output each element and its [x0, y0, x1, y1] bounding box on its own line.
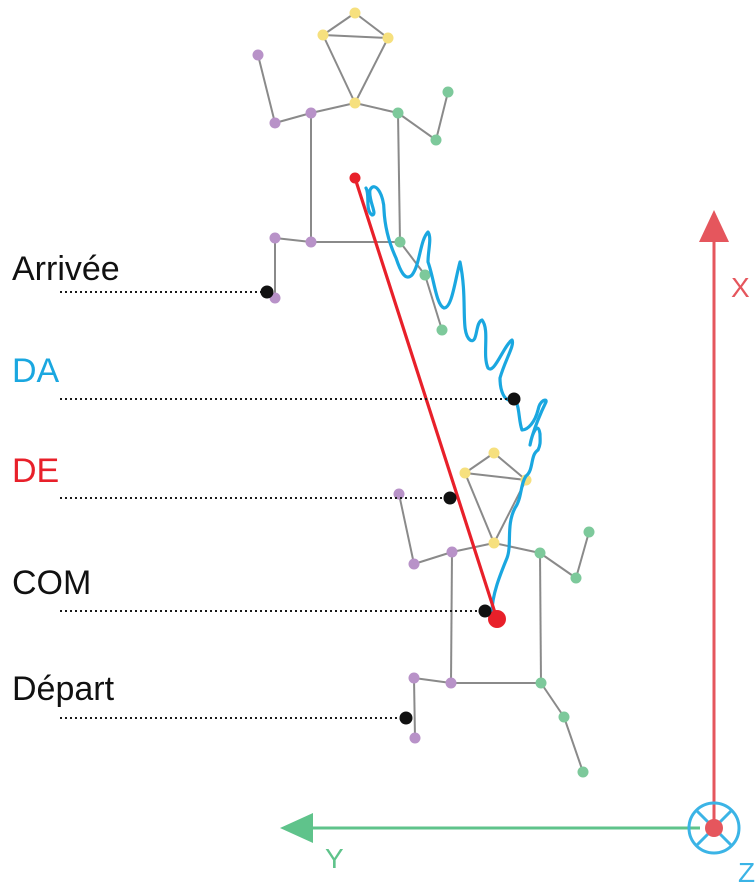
joint-head-left: [459, 467, 471, 479]
joint-neck: [349, 97, 361, 109]
joint-left-hip: [445, 677, 457, 689]
joint-right-elbow: [570, 572, 582, 584]
joint-left-elbow: [408, 558, 420, 570]
label-depart: Départ: [12, 670, 115, 708]
axis-y-label: Y: [325, 843, 344, 874]
joint-right-hip: [394, 236, 406, 248]
joint-left-hand: [393, 488, 405, 500]
skeleton-arrivee: [252, 7, 454, 336]
joint-head-top: [349, 7, 361, 19]
joint-right-knee: [419, 269, 431, 281]
joint-right-foot: [577, 766, 589, 778]
joint-head-top: [488, 447, 500, 459]
label-da: DA: [12, 352, 60, 390]
joint-left-foot: [409, 732, 421, 744]
axis-x-label: X: [731, 272, 750, 303]
joint-right-hand: [442, 86, 454, 98]
joint-left-knee: [269, 232, 281, 244]
axis-x: X: [699, 210, 750, 828]
axis-y: Y: [280, 813, 700, 874]
marker-de: [443, 491, 457, 505]
axis-z-origin-dot: [705, 819, 723, 837]
joint-right-knee: [558, 711, 570, 723]
label-com: COM: [12, 564, 91, 602]
joint-left-hand: [252, 49, 264, 61]
marker-arrivee: [260, 285, 274, 299]
skeleton-depart: [393, 447, 595, 778]
joint-right-hand: [583, 526, 595, 538]
leader-lines: [60, 285, 521, 725]
de-start-dot: [349, 172, 361, 184]
label-arrivee: Arrivée: [12, 250, 120, 288]
joint-right-hip: [535, 677, 547, 689]
joint-right-shoulder: [392, 107, 404, 119]
axis-y-arrowhead: [280, 813, 313, 843]
joint-left-shoulder: [446, 546, 458, 558]
joint-left-hip: [305, 236, 317, 248]
com-dot: [488, 610, 506, 628]
da-path: [364, 185, 548, 614]
marker-com: [478, 604, 492, 618]
joint-left-knee: [408, 672, 420, 684]
axis-z: Z: [687, 801, 755, 888]
label-de: DE: [12, 452, 59, 490]
joint-right-elbow: [430, 134, 442, 146]
joint-right-shoulder: [534, 547, 546, 559]
axis-x-arrowhead: [699, 210, 729, 242]
joint-neck: [488, 537, 500, 549]
joint-head-right: [382, 32, 394, 44]
joint-right-foot: [436, 324, 448, 336]
joint-head-left: [317, 29, 329, 41]
marker-depart: [399, 711, 413, 725]
joint-left-elbow: [269, 117, 281, 129]
joint-left-shoulder: [305, 107, 317, 119]
axis-z-circle: [687, 801, 741, 855]
axis-z-label: Z: [738, 857, 755, 888]
marker-da: [507, 392, 521, 406]
